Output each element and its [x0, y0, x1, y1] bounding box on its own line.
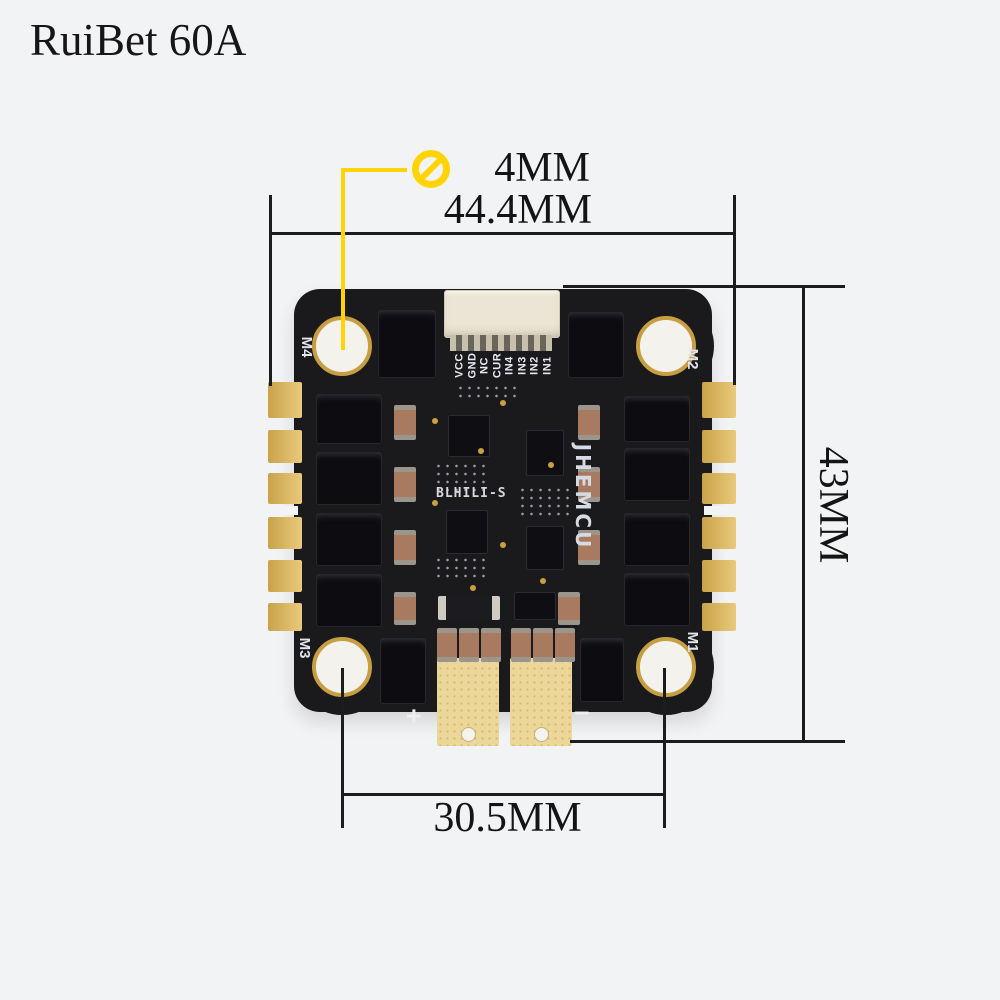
solder-pad	[268, 560, 302, 592]
solder-pad	[268, 517, 302, 549]
motor-label-m1: M1	[684, 631, 702, 653]
via-dot	[478, 448, 484, 454]
capacitor	[533, 628, 553, 662]
shunt-resistor	[438, 596, 500, 620]
motor-label-m4: M4	[298, 336, 316, 358]
hole-spacing-dimension-label: 30.5MM	[433, 795, 582, 841]
solder-pad	[702, 603, 736, 631]
mosfet-chip	[316, 394, 382, 444]
solder-pad	[702, 473, 736, 504]
dimension-line-height	[802, 285, 805, 743]
capacitor	[394, 530, 416, 565]
pin-label-vcc: VCC	[453, 353, 465, 378]
dimension-line-hole-spacing	[341, 793, 666, 796]
via-dot	[548, 462, 554, 468]
capacitor	[481, 628, 501, 662]
width-dimension-label: 44.4MM	[443, 187, 592, 233]
capacitor	[394, 405, 416, 440]
firmware-silkscreen: BLHILI-S	[436, 486, 507, 501]
mounting-hole-m3	[312, 637, 372, 697]
pin-label-in4: IN4	[503, 356, 515, 375]
mosfet-chip	[568, 312, 624, 378]
test-pad-grid	[434, 462, 490, 492]
solder-pad	[702, 560, 736, 592]
via-dot	[500, 400, 506, 406]
mosfet-chip	[380, 638, 426, 704]
motor-label-m3: M3	[296, 637, 314, 659]
mosfet-chip	[580, 638, 624, 702]
solder-pad	[268, 603, 302, 631]
mosfet-chip	[624, 396, 690, 442]
via-dot	[500, 542, 506, 548]
dimension-tick	[269, 195, 272, 386]
capacitor	[394, 467, 416, 502]
esc-mcu-chip	[446, 510, 488, 554]
dimension-line-width	[269, 232, 736, 235]
connector-pins	[450, 335, 552, 351]
via-dot	[540, 578, 546, 584]
height-dimension-label: 43MM	[810, 446, 856, 564]
pad-hole	[534, 727, 549, 742]
edge-notch	[268, 506, 298, 515]
capacitor	[578, 467, 600, 502]
battery-plus-symbol: +	[406, 701, 422, 731]
test-pad-grid	[456, 384, 516, 400]
pin-label-in1: IN1	[541, 356, 553, 375]
capacitor	[437, 628, 457, 662]
solder-pad	[268, 382, 302, 418]
solder-pad	[268, 430, 302, 463]
dimension-tick	[563, 285, 845, 288]
hole-diameter-label: 4MM	[494, 145, 590, 191]
battery-minus-symbol: −	[574, 698, 590, 728]
mosfet-chip	[316, 513, 382, 566]
capacitor	[459, 628, 479, 662]
solder-pad	[268, 473, 302, 504]
via-dot	[432, 500, 438, 506]
via-dot	[470, 585, 476, 591]
brand-logo: JHEMCU	[571, 443, 595, 551]
leader-line	[343, 168, 407, 172]
capacitor	[558, 592, 580, 625]
dimension-tick	[663, 668, 666, 828]
capacitor	[394, 592, 416, 625]
test-pad-grid	[434, 556, 486, 580]
page-title: RuiBet 60A	[30, 15, 247, 65]
dimension-tick	[733, 195, 736, 385]
edge-notch	[704, 506, 734, 515]
mosfet-chip	[378, 310, 436, 378]
leader-line	[341, 168, 345, 350]
solder-pad	[702, 517, 736, 549]
capacitor	[511, 628, 531, 662]
mounting-hole-m1	[636, 637, 696, 697]
capacitor	[578, 405, 600, 440]
test-pad-grid	[518, 486, 570, 516]
esc-mcu-chip	[526, 430, 564, 476]
jst-connector	[444, 290, 560, 338]
mounting-hole-m2	[636, 316, 696, 376]
mosfet-chip	[624, 573, 690, 626]
via-dot	[432, 418, 438, 424]
mosfet-chip	[624, 513, 690, 566]
capacitor	[578, 530, 600, 565]
motor-label-m2: M2	[684, 348, 702, 370]
pad-hole	[461, 727, 476, 742]
capacitor	[555, 628, 575, 662]
pin-label-nc: NC	[478, 357, 490, 374]
dimension-tick	[341, 668, 344, 828]
mosfet-chip	[316, 452, 382, 505]
solder-pad	[702, 430, 736, 463]
diameter-icon	[412, 150, 450, 188]
mosfet-chip	[624, 448, 690, 501]
pin-label-in2: IN2	[528, 356, 540, 375]
esc-mcu-chip	[526, 526, 564, 570]
dimension-tick	[570, 740, 845, 743]
small-ic-chip	[514, 592, 556, 620]
solder-pad	[702, 382, 736, 418]
mosfet-chip	[316, 574, 382, 627]
